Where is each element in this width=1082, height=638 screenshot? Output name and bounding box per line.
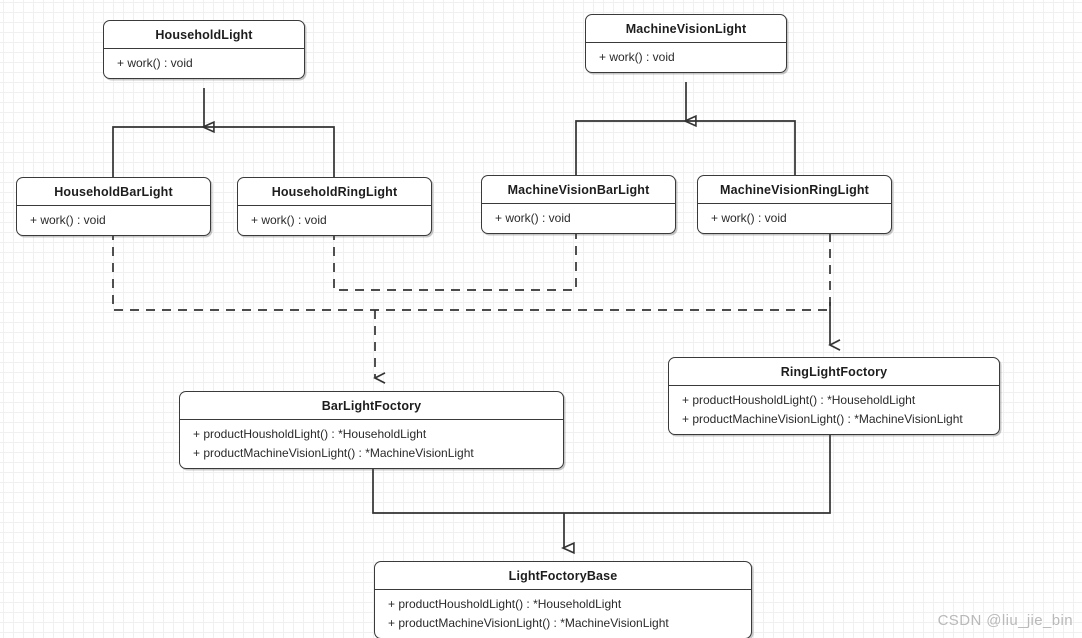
class-box-machine-vision-bar-light[interactable]: MachineVisionBarLight + work() : void bbox=[481, 175, 676, 234]
class-title-ring-light-foctory: RingLightFoctory bbox=[669, 358, 999, 386]
class-member: + productHousholdLight() : *HouseholdLig… bbox=[193, 427, 427, 441]
class-member: + work() : void bbox=[711, 211, 787, 225]
class-members-machine-vision-bar-light: + work() : void bbox=[482, 204, 675, 233]
class-members-light-foctory-base: + productHousholdLight() : *HouseholdLig… bbox=[375, 590, 751, 638]
class-member: + work() : void bbox=[251, 213, 327, 227]
class-member: + work() : void bbox=[495, 211, 571, 225]
class-member: + productMachineVisionLight() : *Machine… bbox=[388, 616, 669, 630]
class-title-household-light: HouseholdLight bbox=[104, 21, 304, 49]
class-member: + work() : void bbox=[117, 56, 193, 70]
class-members-household-ring-light: + work() : void bbox=[238, 206, 431, 235]
class-box-machine-vision-light[interactable]: MachineVisionLight + work() : void bbox=[585, 14, 787, 73]
watermark: CSDN @liu_jie_bin bbox=[937, 612, 1073, 629]
class-member: + productHousholdLight() : *HouseholdLig… bbox=[388, 597, 622, 611]
class-title-bar-light-foctory: BarLightFoctory bbox=[180, 392, 563, 420]
edge-household-inheritance-tree bbox=[112, 126, 335, 177]
class-member: + work() : void bbox=[30, 213, 106, 227]
edge-dependency-bus-lower bbox=[112, 229, 831, 311]
edge-lightfoctorybase-inheritance-tree bbox=[372, 425, 831, 514]
class-members-machine-vision-light: + work() : void bbox=[586, 43, 786, 72]
class-title-machine-vision-ring-light: MachineVisionRingLight bbox=[698, 176, 891, 204]
class-box-machine-vision-ring-light[interactable]: MachineVisionRingLight + work() : void bbox=[697, 175, 892, 234]
class-member: + productMachineVisionLight() : *Machine… bbox=[682, 412, 963, 426]
class-box-household-bar-light[interactable]: HouseholdBarLight + work() : void bbox=[16, 177, 211, 236]
class-title-household-ring-light: HouseholdRingLight bbox=[238, 178, 431, 206]
class-title-machine-vision-light: MachineVisionLight bbox=[586, 15, 786, 43]
class-title-household-bar-light: HouseholdBarLight bbox=[17, 178, 210, 206]
class-box-household-light[interactable]: HouseholdLight + work() : void bbox=[103, 20, 305, 79]
class-title-light-foctory-base: LightFoctoryBase bbox=[375, 562, 751, 590]
class-members-machine-vision-ring-light: + work() : void bbox=[698, 204, 891, 233]
edge-machinevision-inheritance-tree bbox=[575, 120, 796, 175]
class-member: + productHousholdLight() : *HouseholdLig… bbox=[682, 393, 916, 407]
class-member: + work() : void bbox=[599, 50, 675, 64]
class-members-household-light: + work() : void bbox=[104, 49, 304, 78]
class-box-light-foctory-base[interactable]: LightFoctoryBase + productHousholdLight(… bbox=[374, 561, 752, 638]
class-box-bar-light-foctory[interactable]: BarLightFoctory + productHousholdLight()… bbox=[179, 391, 564, 469]
class-box-household-ring-light[interactable]: HouseholdRingLight + work() : void bbox=[237, 177, 432, 236]
class-box-ring-light-foctory[interactable]: RingLightFoctory + productHousholdLight(… bbox=[668, 357, 1000, 435]
class-members-household-bar-light: + work() : void bbox=[17, 206, 210, 235]
class-members-bar-light-foctory: + productHousholdLight() : *HouseholdLig… bbox=[180, 420, 563, 468]
class-title-machine-vision-bar-light: MachineVisionBarLight bbox=[482, 176, 675, 204]
class-member: + productMachineVisionLight() : *Machine… bbox=[193, 446, 474, 460]
edge-dependency-bus-upper bbox=[333, 229, 577, 291]
class-members-ring-light-foctory: + productHousholdLight() : *HouseholdLig… bbox=[669, 386, 999, 434]
